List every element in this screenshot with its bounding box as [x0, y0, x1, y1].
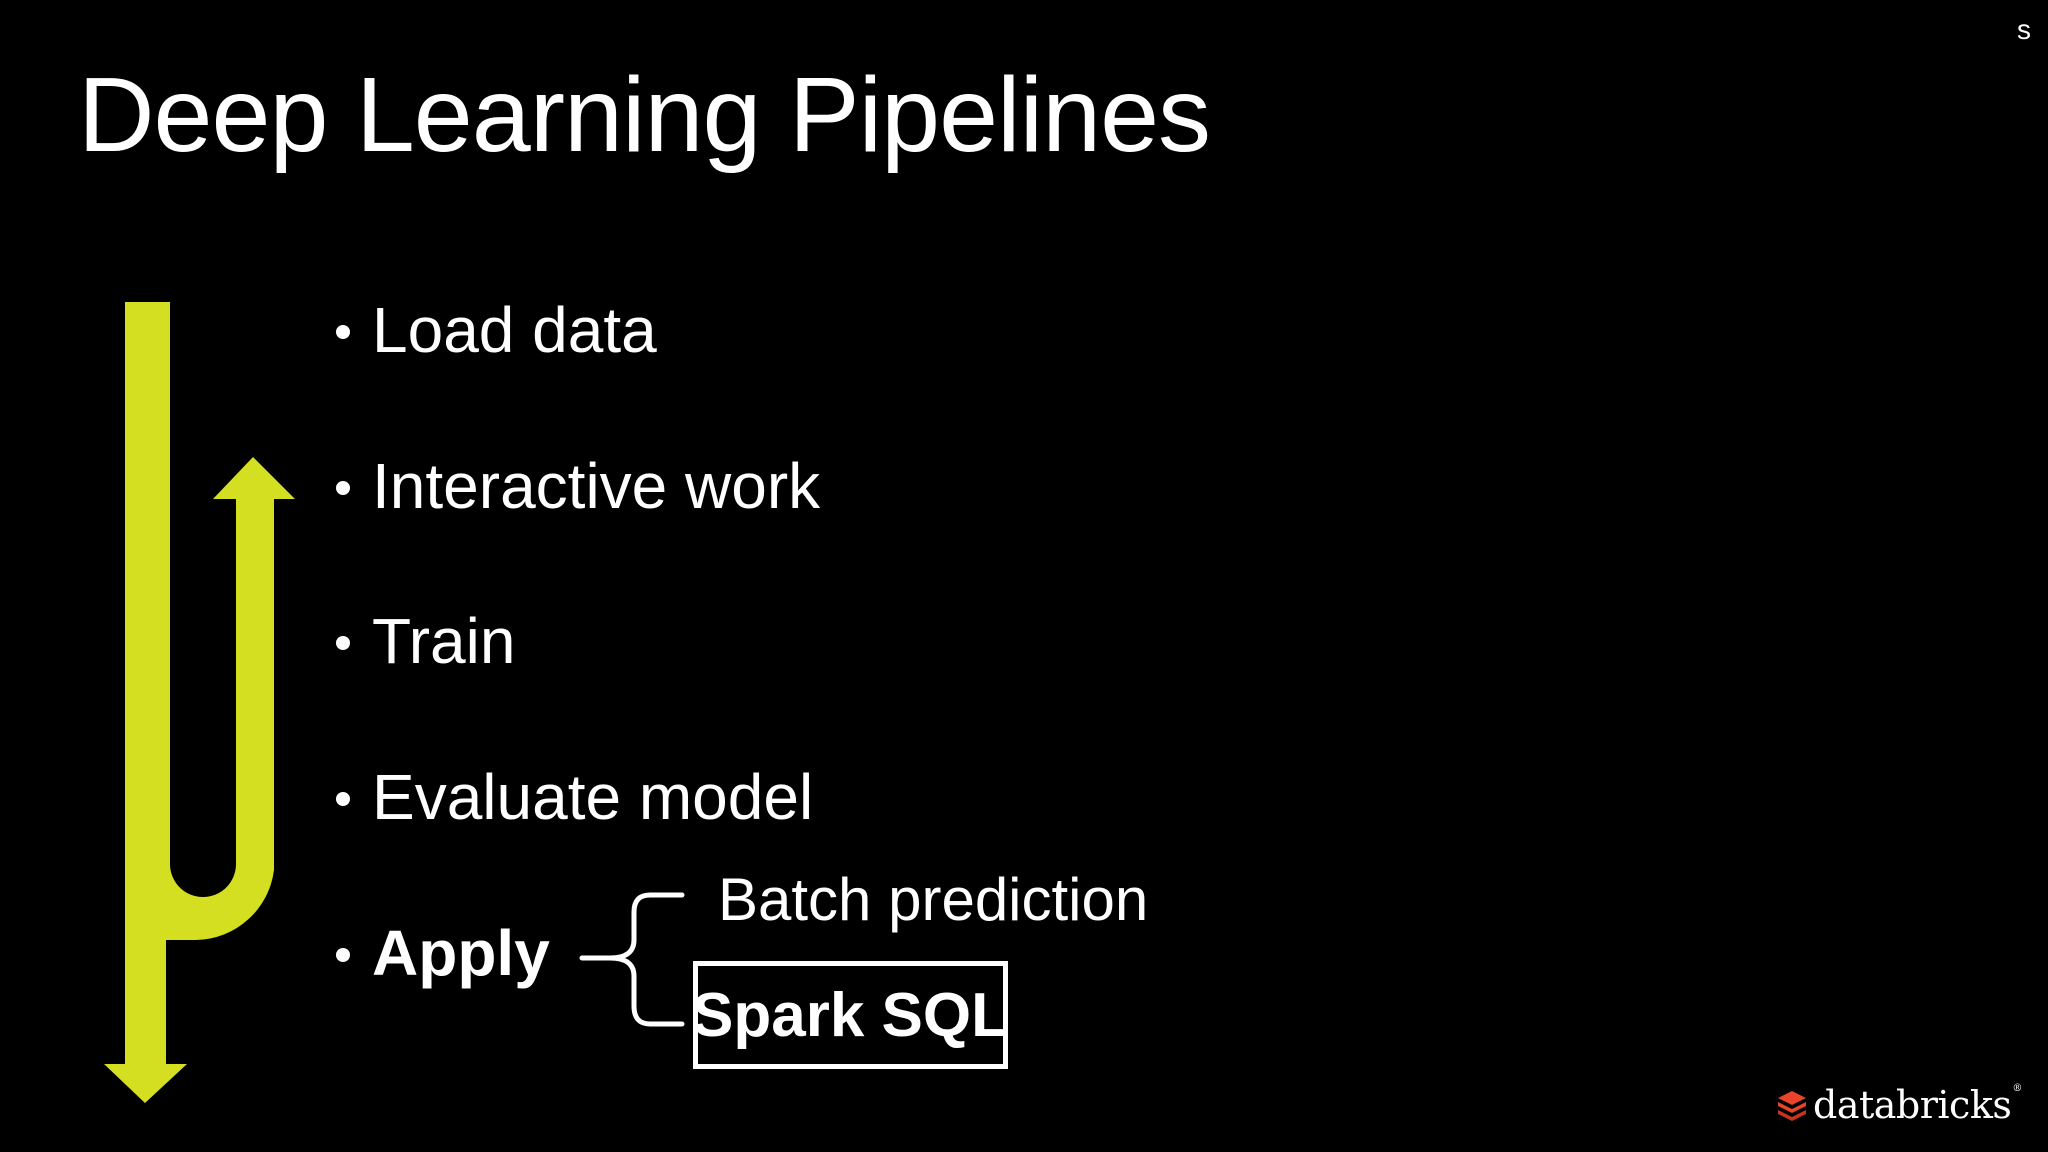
bullet-load-data: Load data [336, 298, 657, 362]
bullet-interactive-work: Interactive work [336, 454, 820, 518]
bullet-dot-icon [336, 636, 350, 650]
bullet-train: Train [336, 609, 515, 673]
bullet-label: Interactive work [372, 450, 821, 522]
databricks-stack-icon [1778, 1091, 1806, 1121]
bullet-evaluate-model: Evaluate model [336, 765, 813, 829]
bullet-dot-icon [336, 325, 350, 339]
branch-spark-sql-label: Spark SQL [692, 980, 1009, 1050]
bullet-dot-icon [336, 792, 350, 806]
bullet-apply: Apply [336, 921, 550, 985]
bullet-dot-icon [336, 481, 350, 495]
bullet-dot-icon [336, 948, 350, 962]
bullet-label: Apply [372, 917, 550, 989]
logo-wordmark: databricks® [1813, 1083, 2022, 1127]
bullet-label: Evaluate model [372, 761, 814, 833]
databricks-logo: databricks® [1777, 1083, 2022, 1127]
flow-path [104, 302, 295, 1103]
bullet-label: Load data [372, 294, 657, 366]
bullet-label: Train [372, 605, 516, 677]
slide-title: Deep Learning Pipelines [78, 56, 1211, 174]
branch-spark-sql-box: Spark SQL [692, 961, 1009, 1069]
corner-mark: s [2017, 14, 2031, 45]
branch-batch-prediction: Batch prediction [718, 866, 1149, 933]
pipeline-flow-arrow-icon [104, 302, 295, 1103]
